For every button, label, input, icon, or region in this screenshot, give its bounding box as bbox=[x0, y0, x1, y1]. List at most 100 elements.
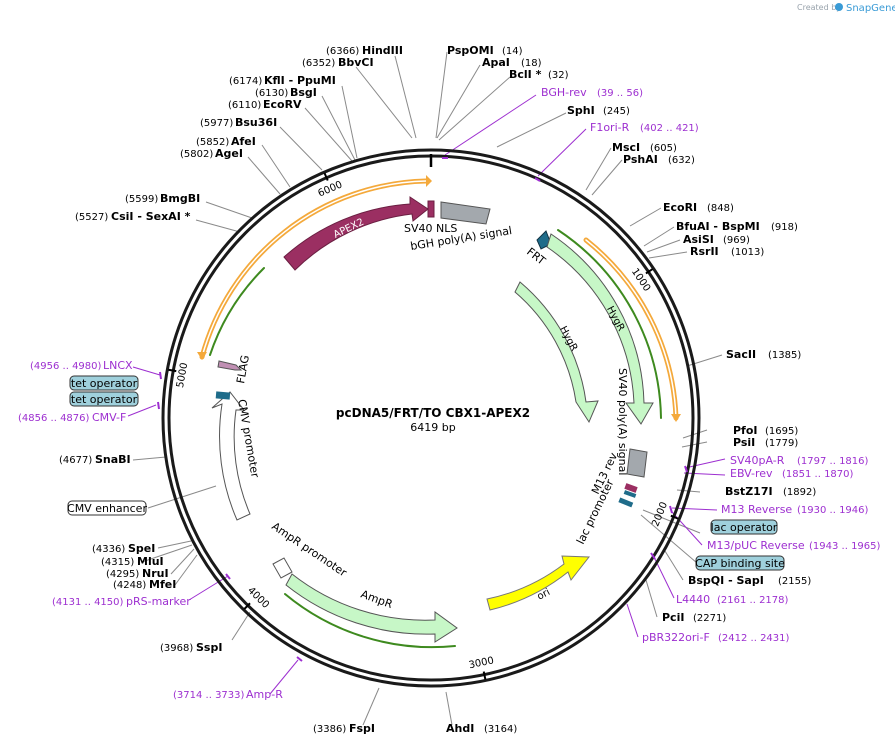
site-pos: (848) bbox=[707, 203, 734, 214]
site-bsgi[interactable]: (6130)BsgI bbox=[255, 86, 317, 99]
brand-created-by: Created by bbox=[797, 3, 841, 12]
primer-m13-reverse[interactable]: M13 Reverse(1930 .. 1946) bbox=[721, 503, 869, 516]
site-msci[interactable]: MscI(605) bbox=[612, 141, 677, 154]
primer-amp-r[interactable]: (3714 .. 3733)Amp-R bbox=[173, 688, 283, 701]
site-bsu36i[interactable]: (5977)Bsu36I bbox=[200, 116, 277, 129]
primer-prs-marker[interactable]: (4131 .. 4150)pRS-marker bbox=[52, 595, 191, 608]
site-rsrii[interactable]: RsrII(1013) bbox=[690, 245, 764, 258]
site-psii[interactable]: PsiI (1779) bbox=[733, 436, 798, 449]
site-pshai[interactable]: PshAI(632) bbox=[623, 153, 695, 166]
primer-lncx[interactable]: (4956 .. 4980)LNCX bbox=[30, 359, 133, 372]
site-pos: (14) bbox=[502, 46, 523, 57]
sv40-nls-feature[interactable] bbox=[427, 200, 435, 218]
orf-tracks bbox=[199, 178, 679, 649]
site-bcli[interactable]: BclI *(32) bbox=[509, 68, 569, 81]
site-mfei[interactable]: (4248)MfeI bbox=[113, 578, 176, 591]
site-bstz17i[interactable]: BstZ17I(1892) bbox=[725, 485, 816, 498]
site-pos: (4315) bbox=[101, 557, 134, 568]
site-name: FspI bbox=[349, 722, 375, 735]
site-pos: (1013) bbox=[731, 247, 764, 258]
ampr-promoter-feature[interactable] bbox=[272, 557, 293, 579]
site-pspomi[interactable]: PspOMI(14) bbox=[447, 44, 523, 57]
site-snabi[interactable]: (4677)SnaBI bbox=[59, 453, 131, 466]
site-name: KflI - PpuMI bbox=[264, 74, 336, 87]
ampr-feature[interactable] bbox=[285, 573, 458, 643]
site-asisi[interactable]: AsiSI(969) bbox=[683, 233, 750, 246]
primer-m13-puc-reverse[interactable]: M13/pUC Reverse(1943 .. 1965) bbox=[707, 539, 881, 552]
hygr-inner-feature[interactable] bbox=[514, 281, 599, 424]
primer-name: pBR322ori-F bbox=[642, 631, 710, 644]
site-afei[interactable]: (5852)AfeI bbox=[196, 135, 256, 148]
bgh-polya-feature[interactable] bbox=[440, 201, 491, 225]
ori-feature[interactable] bbox=[486, 555, 590, 611]
site-pcii[interactable]: PciI(2271) bbox=[662, 611, 726, 624]
cmv-promoter-feature[interactable] bbox=[211, 391, 251, 521]
primer-pbr322ori-f[interactable]: pBR322ori-F(2412 .. 2431) bbox=[642, 631, 790, 644]
site-sphi[interactable]: SphI(245) bbox=[567, 104, 630, 117]
cmv-enhancer-box[interactable]: CMV enhancer bbox=[67, 500, 147, 516]
site-kfli-ppumi[interactable]: (6174)KflI - PpuMI bbox=[229, 74, 336, 87]
primer-name: BGH-rev bbox=[541, 86, 587, 99]
sv40-nls-label: SV40 NLS bbox=[404, 222, 457, 235]
primer-name: LNCX bbox=[103, 359, 133, 372]
site-ecorv[interactable]: (6110)EcoRV bbox=[228, 98, 302, 111]
site-bspqi-sapi[interactable]: BspQI - SapI(2155) bbox=[688, 574, 811, 587]
tet-operator-feature[interactable] bbox=[215, 391, 231, 400]
site-ecori[interactable]: EcoRI(848) bbox=[663, 201, 734, 214]
primer-bgh-rev[interactable]: BGH-rev(39 .. 56) bbox=[541, 86, 643, 99]
site-hindiii[interactable]: (6366)HindIII bbox=[326, 44, 403, 57]
ampr-label: AmpR bbox=[359, 588, 395, 612]
tet-operator-box-1[interactable]: tet operator bbox=[69, 375, 139, 391]
primer-name: Amp-R bbox=[246, 688, 283, 701]
cap-binding-site-box[interactable]: CAP binding site bbox=[695, 555, 785, 571]
hygr-outer-feature[interactable] bbox=[546, 233, 654, 425]
primer-name: M13/pUC Reverse bbox=[707, 539, 805, 552]
site-apai[interactable]: ApaI(18) bbox=[482, 56, 542, 69]
flag-feature[interactable] bbox=[217, 360, 243, 371]
site-sspi[interactable]: (3968)SspI bbox=[160, 641, 222, 654]
site-bfuai-bspmi[interactable]: BfuAI - BspMI(918) bbox=[676, 220, 798, 233]
primer-sv40pa-r[interactable]: SV40pA-R(1797 .. 1816) bbox=[730, 454, 869, 467]
site-sacii[interactable]: SacII(1385) bbox=[726, 348, 801, 361]
site-nrui[interactable]: (4295)NruI bbox=[106, 567, 169, 580]
site-pos: (245) bbox=[603, 106, 630, 117]
site-pos: (605) bbox=[650, 143, 677, 154]
site-name: PsiI bbox=[733, 436, 755, 449]
site-agei[interactable]: (5802)AgeI bbox=[180, 147, 243, 160]
primer-l4440[interactable]: L4440(2161 .. 2178) bbox=[676, 593, 789, 606]
lac-operator-box[interactable]: lac operator bbox=[710, 519, 778, 535]
lac-operator-feature[interactable] bbox=[623, 490, 637, 498]
frt-label: FRT bbox=[524, 245, 548, 268]
site-pos: (1779) bbox=[765, 438, 798, 449]
sv40-polya-feature[interactable] bbox=[626, 448, 648, 478]
ring-tick-mark bbox=[168, 368, 177, 373]
tet-operator-box-2[interactable]: tet operator bbox=[69, 391, 139, 407]
primer-f1ori-r[interactable]: F1ori-R(402 .. 421) bbox=[590, 121, 699, 134]
site-name: EcoRV bbox=[263, 98, 302, 111]
snapgene-logo-icon bbox=[835, 3, 843, 11]
ori-label: ori bbox=[535, 587, 552, 603]
site-mlui[interactable]: (4315)MluI bbox=[101, 555, 164, 568]
site-csii-sexai[interactable]: (5527)CsiI - SexAI * bbox=[75, 210, 191, 223]
site-bbvci[interactable]: (6352)BbvCI bbox=[302, 56, 374, 69]
m13-rev-feature[interactable] bbox=[624, 483, 638, 493]
tet-operator-label-2: tet operator bbox=[71, 393, 138, 406]
site-ahdi[interactable]: AhdI(3164) bbox=[446, 722, 517, 735]
site-pos: (5852) bbox=[196, 137, 229, 148]
primer-cmv-f[interactable]: (4856 .. 4876)CMV-F bbox=[18, 411, 126, 424]
site-name: BsgI bbox=[290, 86, 317, 99]
site-bmgbi[interactable]: (5599)BmgBI bbox=[125, 192, 200, 205]
site-pfoi[interactable]: PfoI(1695) bbox=[733, 424, 798, 437]
primer-ebv-rev[interactable]: EBV-rev(1851 .. 1870) bbox=[730, 467, 854, 480]
cap-site-feature[interactable] bbox=[618, 497, 634, 508]
apex2-feature[interactable] bbox=[283, 196, 429, 271]
site-name: BstZ17I bbox=[725, 485, 773, 498]
site-name: SnaBI bbox=[95, 453, 131, 466]
site-name: PciI bbox=[662, 611, 684, 624]
site-pos: (4248) bbox=[113, 580, 146, 591]
site-pos: (5527) bbox=[75, 212, 108, 223]
site-spei[interactable]: (4336)SpeI bbox=[92, 542, 155, 555]
site-fspi[interactable]: (3386)FspI bbox=[313, 722, 375, 735]
ring-tick-mark bbox=[243, 602, 251, 610]
